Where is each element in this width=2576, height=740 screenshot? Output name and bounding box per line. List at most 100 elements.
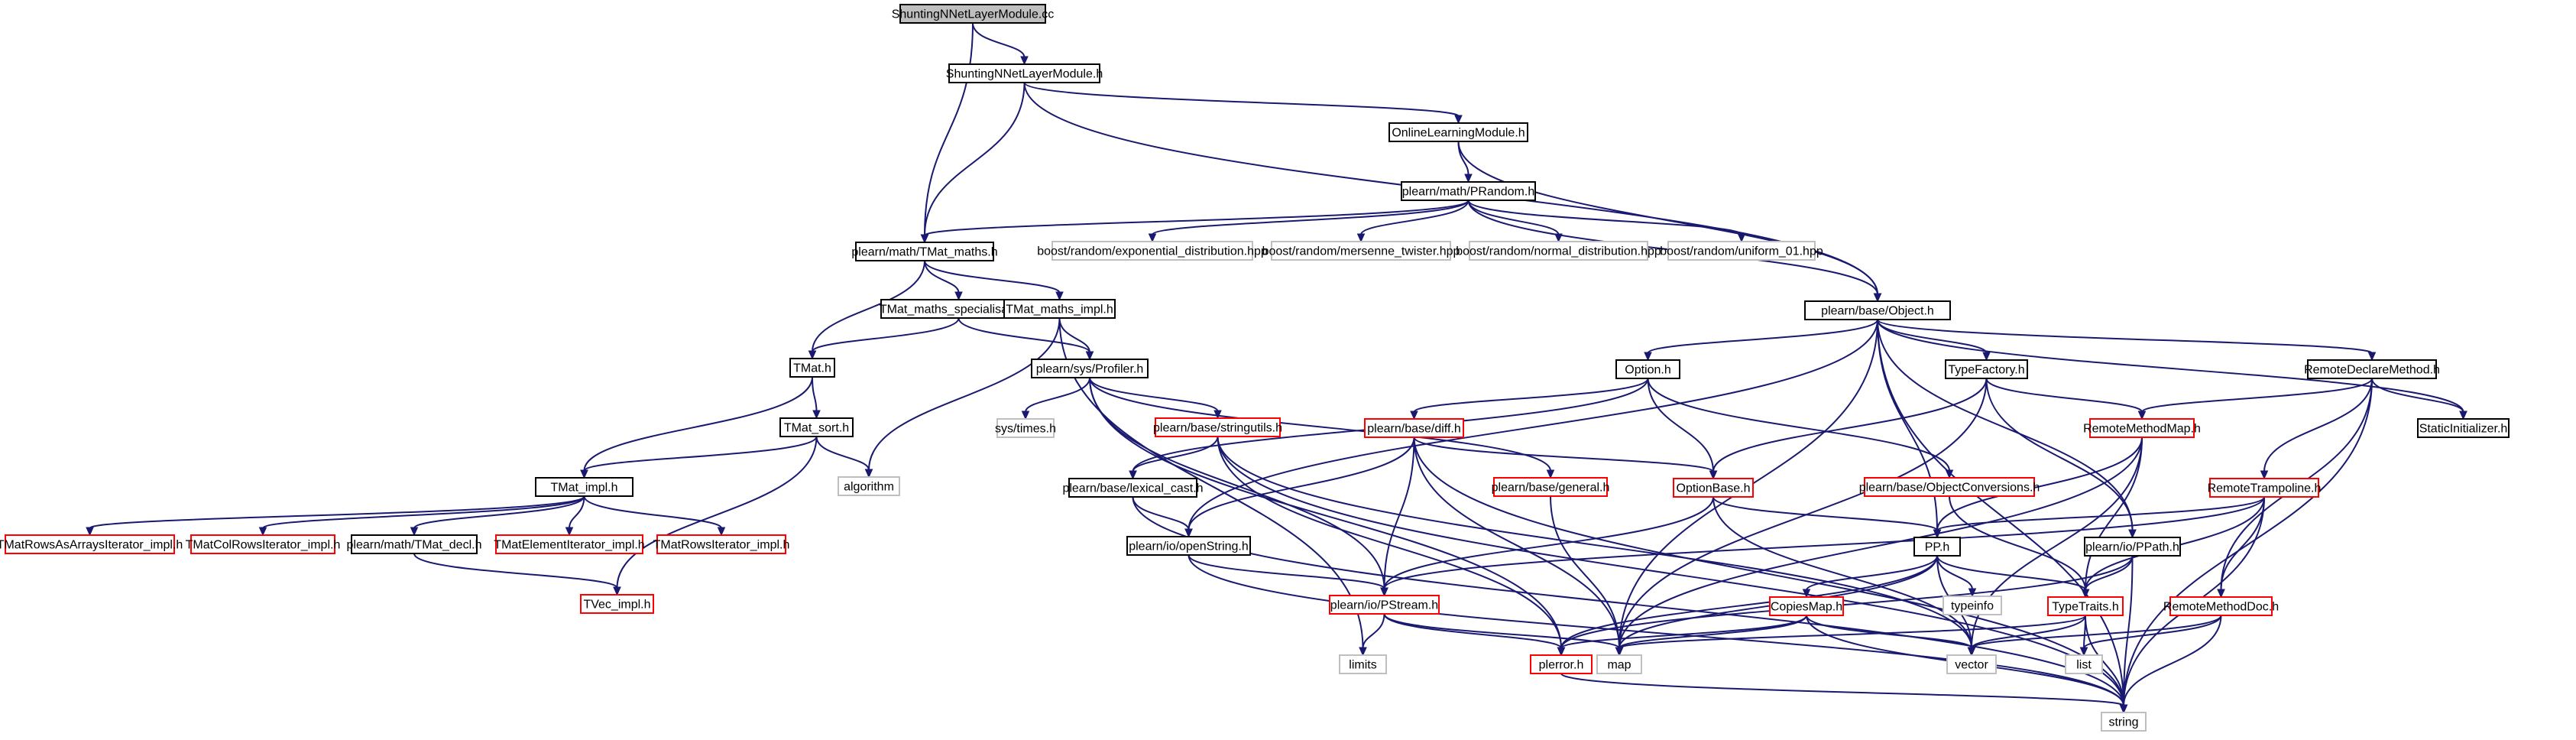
node-label: ShuntingNNetLayerModule.h: [946, 68, 1103, 81]
dependency-edge: [1360, 200, 1469, 235]
node-box: [1769, 596, 1844, 616]
dependency-edge: [583, 495, 722, 529]
node-copiesmap-h[interactable]: CopiesMap.h: [1769, 596, 1844, 616]
edge-arrowhead: [1129, 470, 1137, 480]
node-label: TMatColRowsIterator_impl.h: [186, 539, 341, 552]
node-plearn-math-tmat-maths-h[interactable]: plearn/math/TMat_maths.h: [851, 242, 998, 261]
node-label: plearn/io/openString.h: [1129, 540, 1249, 553]
edge-arrowhead: [1356, 233, 1366, 243]
node-onlinelearningmodule-h[interactable]: OnlineLearningModule.h: [1388, 122, 1528, 142]
dependency-edge: [1619, 615, 2086, 649]
node-tmat-maths-impl-h[interactable]: TMat_maths_impl.h: [1003, 299, 1116, 319]
node-typeinfo: typeinfo: [1943, 596, 2002, 615]
node-plearn-base-lexical-cast-h[interactable]: plearn/base/lexical_cast.h: [1062, 478, 1204, 498]
dependency-edge: [1132, 496, 1190, 531]
node-tmatcolrowsiterator-impl-h[interactable]: TMatColRowsIterator_impl.h: [186, 534, 341, 554]
node-plearn-io-ppath-h[interactable]: plearn/io/PPath.h: [2084, 537, 2181, 557]
node-shuntingnnetlayermodule-h[interactable]: ShuntingNNetLayerModule.h: [946, 63, 1103, 83]
node-remotemethoddoc-h[interactable]: RemoteMethodDoc.h: [2163, 596, 2279, 616]
node-option-h[interactable]: Option.h: [1615, 359, 1680, 379]
node-staticinitializer-h[interactable]: StaticInitializer.h: [2417, 418, 2510, 438]
node-plearn-base-objectconversions-h[interactable]: plearn/base/ObjectConversions.h: [1859, 477, 2040, 497]
node-box: [1596, 654, 1642, 674]
dependency-edge: [1949, 495, 2086, 591]
node-label: CopiesMap.h: [1771, 601, 1842, 614]
node-box: [535, 477, 633, 497]
edge-arrowhead: [1148, 233, 1157, 243]
dependency-edge: [1457, 141, 1469, 176]
node-optionbase-h[interactable]: OptionBase.h: [1673, 478, 1754, 498]
edge-arrowhead: [717, 527, 726, 537]
node-plearn-base-stringutils-h[interactable]: plearn/base/stringutils.h: [1153, 417, 1282, 437]
node-plearn-math-tmat-decl-h[interactable]: plearn/math/TMat_decl.h: [347, 534, 482, 554]
node-typetraits-h[interactable]: TypeTraits.h: [2047, 596, 2124, 616]
node-box: [2169, 596, 2273, 616]
node-remotemethodmap-h[interactable]: RemoteMethodMap.h: [2083, 418, 2201, 438]
node-box: [2417, 418, 2510, 438]
dependency-edge: [1877, 319, 1988, 354]
node-plearn-io-openstring-h[interactable]: plearn/io/openString.h: [1126, 536, 1251, 556]
dependency-edge: [1560, 615, 1807, 649]
node-plearn-base-diff-h[interactable]: plearn/base/diff.h: [1364, 418, 1464, 438]
node-box: [2084, 537, 2181, 557]
node-label: RemoteMethodDoc.h: [2163, 601, 2279, 614]
dependency-edge: [1806, 555, 1938, 591]
dependency-edge: [1025, 377, 1090, 413]
node-plearn-base-object-h[interactable]: plearn/base/Object.h: [1804, 300, 1951, 320]
node-box: [899, 4, 1046, 24]
edges-layer: [86, 22, 2467, 714]
node-tvec-impl-h[interactable]: TVec_impl.h: [580, 594, 654, 614]
node-tmat-h[interactable]: TMat.h: [789, 358, 835, 378]
dependency-edge: [262, 495, 585, 529]
node-label: boost/random/exponential_distribution.hp…: [1037, 245, 1268, 258]
edge-arrowhead: [1410, 411, 1418, 420]
dependency-edge: [1619, 615, 1807, 649]
node-label: plearn/io/PPath.h: [2085, 541, 2179, 554]
node-boost-random-uniform-01-hpp: boost/random/uniform_01.hpp: [1660, 241, 1823, 261]
node-tmatrowsasarraysiterator-impl-h[interactable]: TMatRowsAsArraysIterator_impl.h: [0, 534, 183, 554]
node-plearn-io-pstream-h[interactable]: plearn/io/PStream.h: [1329, 595, 1440, 615]
node-box: [1673, 478, 1754, 498]
node-box: [351, 534, 478, 554]
edge-arrowhead: [1213, 410, 1222, 420]
node-shuntingnnetlayermodule-cc: ShuntingNNetLayerModule.cc: [892, 4, 1054, 24]
node-label: TMatElementIterator_impl.h: [494, 539, 644, 552]
edge-arrowhead: [1359, 647, 1367, 657]
node-typefactory-h[interactable]: TypeFactory.h: [1945, 359, 2028, 379]
edge-arrowhead: [1945, 469, 1954, 479]
edge-arrowhead: [2260, 470, 2269, 480]
node-tmatelementiterator-impl-h[interactable]: TMatElementIterator_impl.h: [494, 534, 645, 554]
dependency-edge: [583, 436, 818, 472]
dependency-edge: [1560, 555, 1938, 649]
node-tmat-sort-h[interactable]: TMat_sort.h: [779, 417, 854, 437]
node-box: [1946, 654, 1997, 674]
dependency-edge: [2123, 615, 2222, 706]
node-label: plearn/base/Object.h: [1821, 305, 1934, 318]
node-remotetrampoline-h[interactable]: RemoteTrampoline.h: [2208, 478, 2322, 498]
node-box: [1339, 654, 1387, 674]
dependency-edge: [812, 260, 925, 352]
dependency-edge: [1619, 378, 1988, 649]
node-box: [1804, 300, 1951, 320]
node-box: [1401, 181, 1536, 201]
dependency-edge: [2263, 378, 2373, 472]
node-plerror-h[interactable]: plerror.h: [1530, 654, 1593, 674]
node-pp-h[interactable]: PP.h: [1913, 537, 1961, 557]
node-box: [1126, 536, 1251, 556]
dependency-edge: [1383, 496, 2265, 589]
node-remotedeclaremethod-h[interactable]: RemoteDeclareMethod.h: [2304, 359, 2440, 379]
dependency-edge: [1647, 319, 1878, 354]
node-label: Option.h: [1625, 364, 1670, 377]
dependency-edge: [1712, 378, 1988, 472]
node-plearn-sys-profiler-h[interactable]: plearn/sys/Profiler.h: [1031, 359, 1149, 378]
edge-arrowhead: [1085, 351, 1094, 361]
node-tmat-impl-h[interactable]: TMat_impl.h: [535, 477, 633, 497]
dependency-edge: [812, 317, 960, 352]
node-box: [779, 417, 854, 437]
node-plearn-math-prandom-h[interactable]: plearn/math/PRandom.h: [1401, 181, 1536, 201]
node-tmatrowsiterator-impl-h[interactable]: TMatRowsIterator_impl.h: [653, 534, 790, 554]
node-label: TMat_maths_impl.h: [1006, 303, 1113, 316]
node-box: [5, 534, 175, 554]
edge-arrowhead: [1380, 587, 1388, 597]
node-plearn-base-general-h[interactable]: plearn/base/general.h: [1492, 477, 1610, 497]
